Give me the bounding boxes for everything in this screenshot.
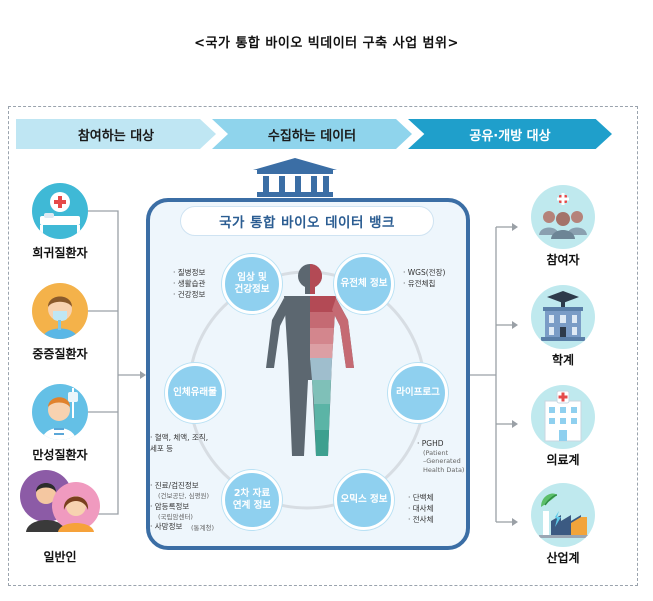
university-icon xyxy=(531,285,595,349)
diagram-title: <국가 통합 바이오 빅데이터 구축 사업 범위> xyxy=(194,36,459,51)
annotation-secondary-1: · 진료/검진정보 xyxy=(150,481,199,490)
rare-disease-patient-icon xyxy=(32,183,88,239)
node-lifelog: 라이프로그 xyxy=(388,363,448,423)
annotation-secondary-2-sub: (국립암센터) xyxy=(158,513,193,521)
general-public-icon xyxy=(18,470,100,532)
node-genome: 유전체 정보 xyxy=(334,254,394,314)
node-secondary-data-label: 2차 자료 연계 정보 xyxy=(232,488,272,511)
bank-building-icon xyxy=(249,156,341,198)
hospital-icon xyxy=(531,385,595,449)
annotation-lifelog: · PGHD xyxy=(417,439,444,448)
participant-label-chronic: 만성질환자 xyxy=(32,448,88,462)
sharing-label-participants: 참여자 xyxy=(546,253,580,267)
sharing-label-academia: 학계 xyxy=(551,353,575,367)
participant-label-rare: 희귀질환자 xyxy=(32,246,88,260)
annotation-secondary-2: · 암등록정보 xyxy=(150,502,190,511)
annotation-clinical: · 질병정보 · 생활습관 · 건강정보 xyxy=(173,268,206,299)
annotation-secondary-1-sub: (건보공단, 심평원) xyxy=(158,492,210,500)
node-clinical-health: 임상 및 건강정보 xyxy=(222,254,282,314)
node-clinical-health-label: 임상 및 건강정보 xyxy=(234,272,270,295)
human-body-figure xyxy=(266,264,354,456)
node-genome-label: 유전체 정보 xyxy=(340,278,388,290)
annotation-omics: · 단백체 · 대사체 · 전사체 xyxy=(408,493,434,524)
node-secondary-data: 2차 자료 연계 정보 xyxy=(222,470,282,530)
node-omics-label: 오믹스 정보 xyxy=(340,494,388,506)
node-biobank: 인체유래물 xyxy=(165,363,225,423)
sharing-label-medical: 의료계 xyxy=(546,453,580,467)
diagram-frame xyxy=(8,106,638,586)
node-omics: 오믹스 정보 xyxy=(334,470,394,530)
severe-disease-patient-icon xyxy=(32,283,88,339)
participants-icon xyxy=(531,185,595,249)
node-lifelog-label: 라이프로그 xyxy=(396,387,440,399)
stage-participants: 참여하는 대상 xyxy=(16,119,216,149)
chronic-disease-patient-icon xyxy=(32,384,88,440)
stage-collected-data: 수집하는 데이터 xyxy=(212,119,412,149)
node-biobank-label: 인체유래물 xyxy=(173,387,217,399)
annotation-secondary-3: · 사망정보 xyxy=(150,522,183,531)
annotation-secondary-3-sub: (통계청) xyxy=(191,524,215,532)
annotation-lifelog-sub: (Patient –Generated Health Data) xyxy=(423,449,465,474)
bank-title: 국가 통합 바이오 데이터 뱅크 xyxy=(180,206,434,236)
participant-label-general: 일반인 xyxy=(43,550,77,564)
participant-label-severe: 중증질환자 xyxy=(32,347,88,361)
annotation-genome: · WGS(전장) · 유전체칩 xyxy=(403,268,446,288)
factory-icon xyxy=(531,483,595,547)
stage-sharing-targets: 공유·개방 대상 xyxy=(408,119,612,149)
sharing-label-industry: 산업계 xyxy=(546,551,580,565)
annotation-biobank: · 혈액, 체액, 조직, 세포 등 xyxy=(150,433,209,453)
